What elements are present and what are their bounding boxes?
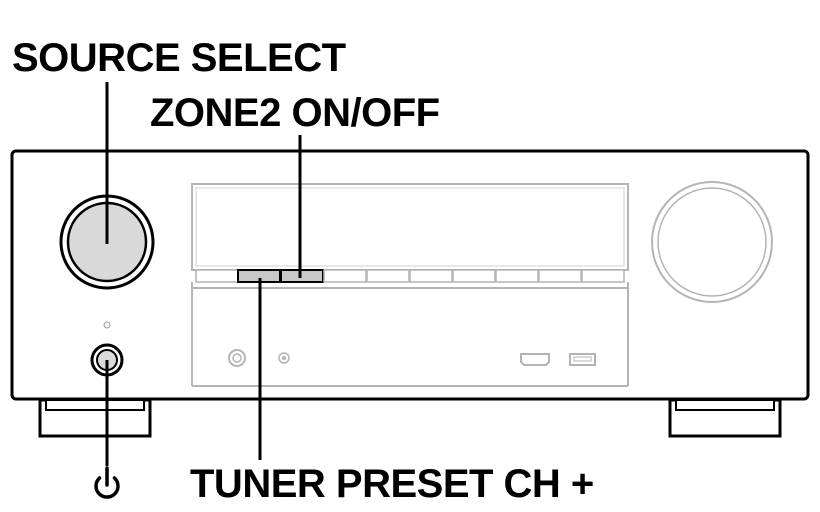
front-button[interactable] bbox=[581, 269, 625, 283]
usb-port-inner bbox=[573, 356, 592, 362]
front-button[interactable] bbox=[195, 269, 239, 283]
master-volume-knob[interactable] bbox=[657, 187, 767, 297]
hdmi-port[interactable] bbox=[520, 353, 550, 366]
zone2-on-off-label: ZONE2 ON/OFF bbox=[150, 91, 440, 135]
right-foot-top bbox=[675, 399, 775, 411]
left-foot-top bbox=[45, 399, 145, 411]
headphone-jack-inner bbox=[232, 353, 242, 363]
display-window-inner bbox=[195, 187, 625, 267]
display-window bbox=[191, 183, 629, 271]
front-button[interactable] bbox=[538, 269, 582, 283]
setup-mic-jack-inner bbox=[282, 356, 286, 360]
front-button[interactable] bbox=[323, 269, 367, 283]
tuner-preset-ch-plus-label: TUNER PRESET CH + bbox=[190, 462, 594, 506]
status-led bbox=[103, 321, 111, 329]
front-button[interactable] bbox=[495, 269, 539, 283]
zone2-on-off-button[interactable] bbox=[280, 269, 324, 283]
front-button[interactable] bbox=[366, 269, 410, 283]
button-row bbox=[195, 269, 625, 283]
front-button[interactable] bbox=[452, 269, 496, 283]
source-select-label: SOURCE SELECT bbox=[12, 36, 346, 80]
front-button[interactable] bbox=[409, 269, 453, 283]
power-icon bbox=[94, 466, 120, 499]
